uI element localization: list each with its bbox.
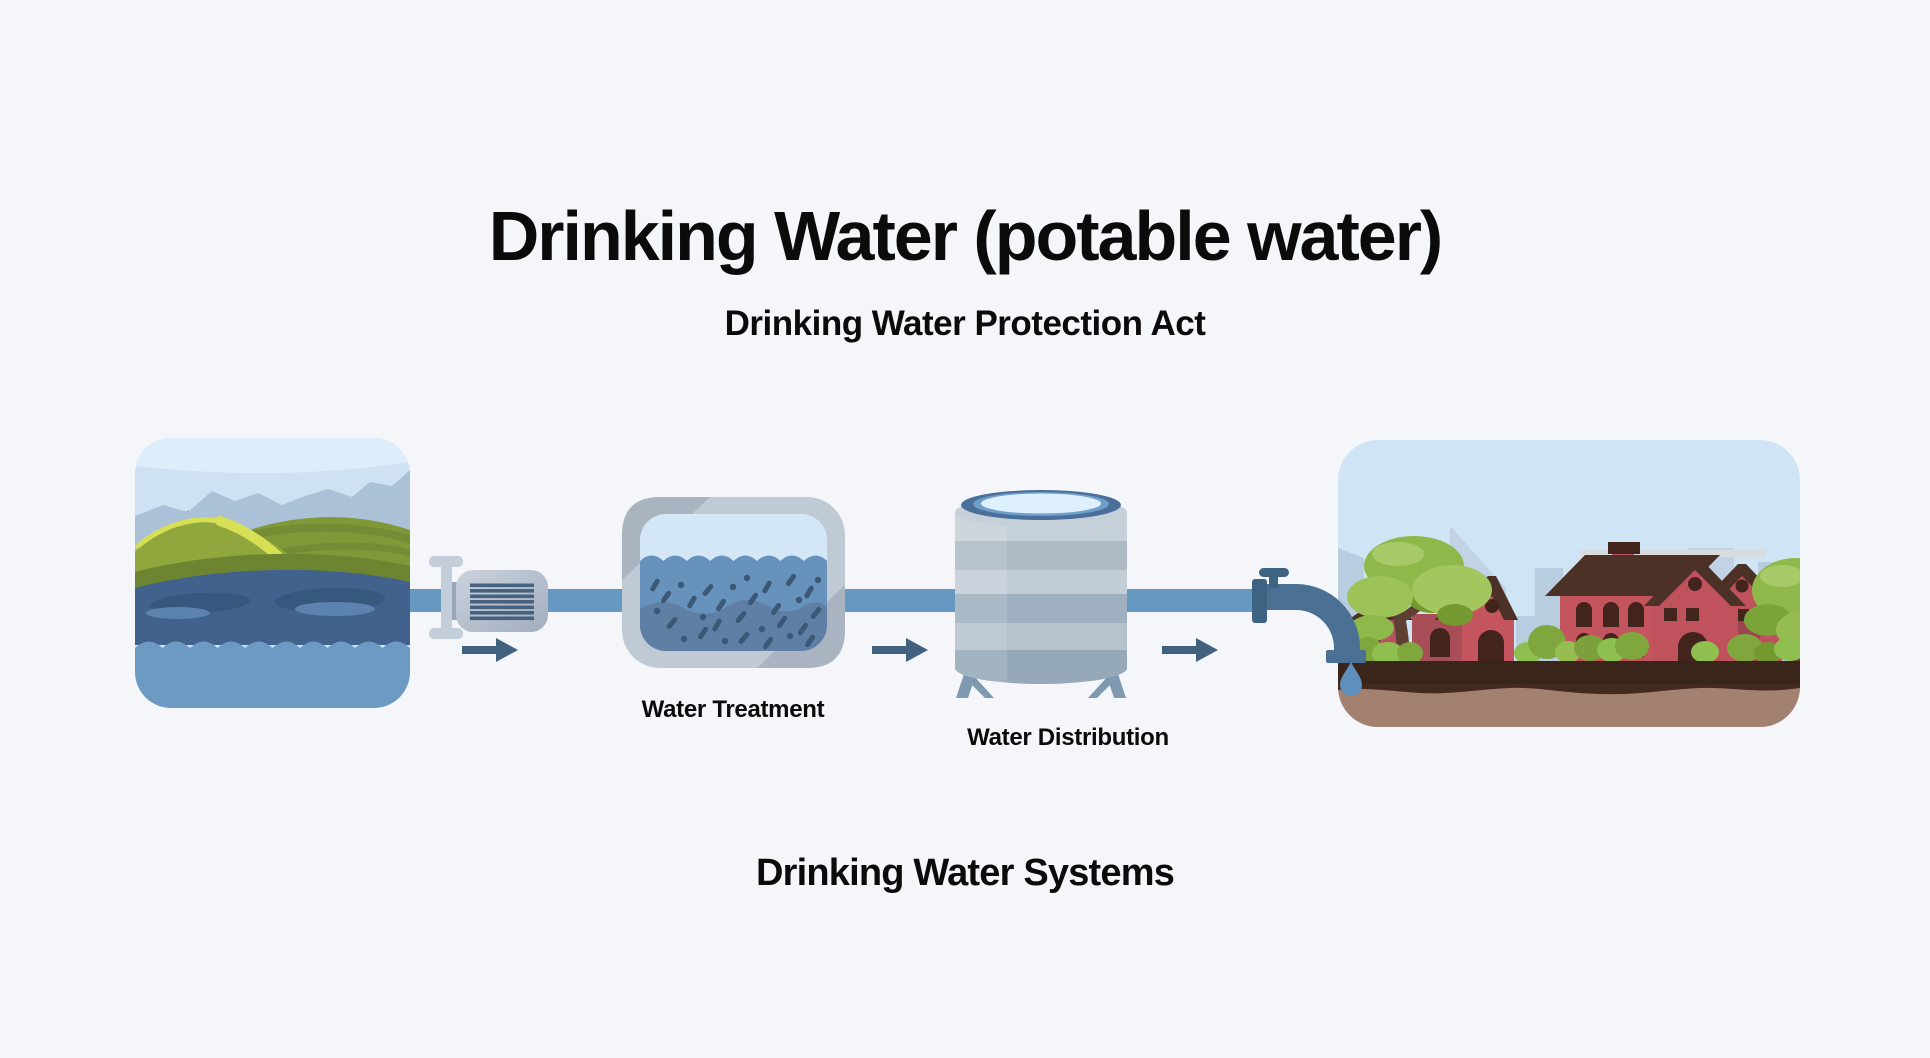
- attic-window: [1485, 599, 1499, 613]
- diagram-caption: Drinking Water Systems: [755, 852, 1175, 894]
- flow-arrow-icon: [872, 638, 928, 662]
- page-subtitle: Drinking Water Protection Act: [724, 304, 1206, 343]
- water-storage-tank-icon: [955, 490, 1127, 698]
- water-treatment-label: Water Treatment: [641, 696, 825, 723]
- faucet-icon: [1252, 568, 1366, 696]
- faucet-handle: [1259, 568, 1289, 577]
- bushes: [1338, 625, 1800, 668]
- pump-icon: [456, 570, 548, 632]
- flow-arrow-icon: [462, 638, 518, 662]
- water-drop-icon: [1340, 662, 1362, 696]
- treatment-tank-icon: [622, 497, 845, 668]
- house-door: [1478, 630, 1504, 663]
- flow-arrow-icon: [1162, 638, 1218, 662]
- page-title: Drinking Water (potable water): [488, 197, 1444, 275]
- tree-icon: [1347, 536, 1492, 663]
- community-illustration: [1338, 440, 1800, 727]
- lake-shallow-water: [135, 641, 410, 708]
- tank-legs: [956, 674, 1126, 698]
- ground-strip: [1338, 661, 1800, 684]
- water-distribution-label: Water Distribution: [967, 724, 1169, 751]
- house-window: [1430, 628, 1450, 657]
- tank-top-water: [981, 493, 1101, 514]
- water-source-lake-illustration: [135, 438, 410, 708]
- tree-icon: [1744, 558, 1800, 663]
